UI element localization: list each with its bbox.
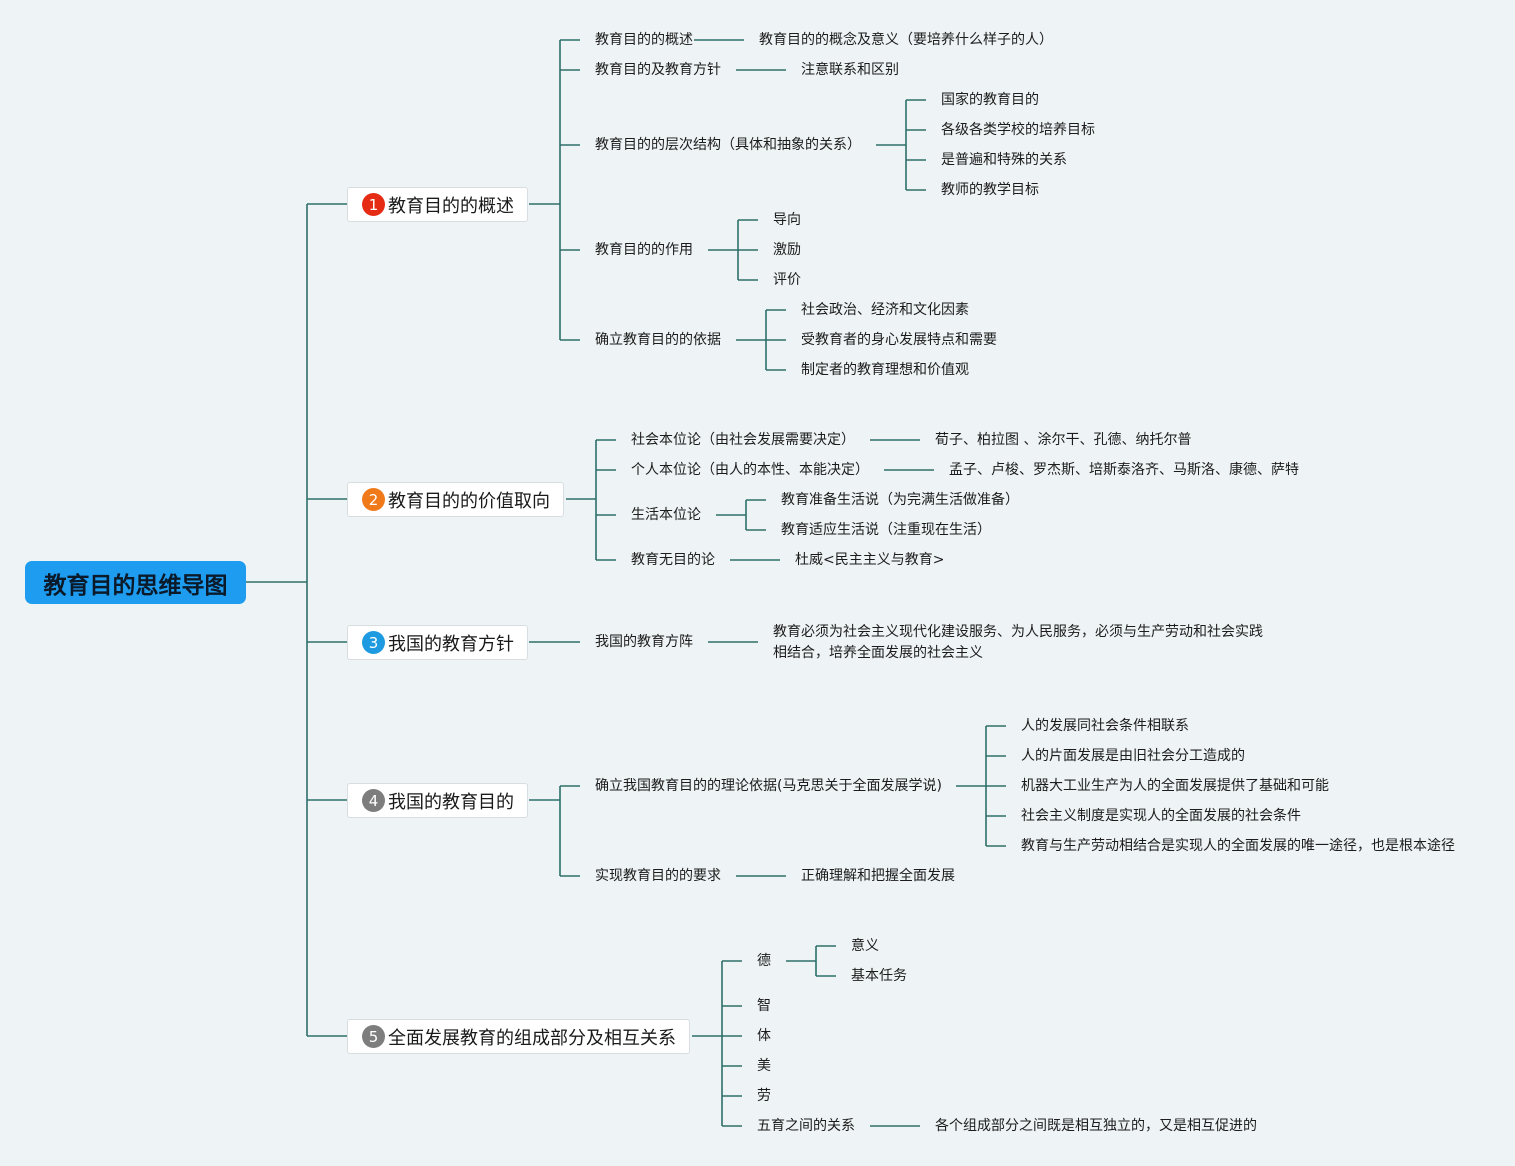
leaf-node[interactable]: 杜威<民主主义与教育>: [795, 552, 945, 568]
leaf-node[interactable]: 激励: [773, 242, 801, 258]
subtopic-node[interactable]: 德: [757, 953, 771, 969]
number-badge-3: 3: [362, 631, 385, 654]
leaf-node[interactable]: 教师的教学目标: [941, 182, 1039, 198]
leaf-node[interactable]: 荀子、柏拉图 、涂尔干、孔德、纳托尔普: [935, 432, 1192, 448]
topic-4-label: 我国的教育目的: [388, 791, 514, 813]
subtopic-node[interactable]: 实现教育目的的要求: [595, 868, 721, 884]
leaf-node[interactable]: 教育适应生活说（注重现在生活）: [781, 522, 991, 538]
topic-4[interactable]: 4 我国的教育目的: [347, 783, 528, 818]
topic-1[interactable]: 1 教育目的的概述: [347, 187, 528, 222]
leaf-node[interactable]: 社会主义制度是实现人的全面发展的社会条件: [1021, 808, 1301, 824]
leaf-node[interactable]: 机器大工业生产为人的全面发展提供了基础和可能: [1021, 778, 1329, 794]
leaf-node[interactable]: 评价: [773, 272, 801, 288]
leaf-node[interactable]: 教育准备生活说（为完满生活做准备）: [781, 492, 1019, 508]
leaf-node[interactable]: 教育目的的概念及意义（要培养什么样子的人）: [759, 32, 1053, 48]
subtopic-node[interactable]: 教育目的的概述: [595, 32, 693, 48]
leaf-node[interactable]: 国家的教育目的: [941, 92, 1039, 108]
leaf-node[interactable]: 各个组成部分之间既是相互独立的，又是相互促进的: [935, 1118, 1257, 1134]
subtopic-node[interactable]: 智: [757, 998, 771, 1014]
topic-5-label: 全面发展教育的组成部分及相互关系: [388, 1027, 676, 1049]
subtopic-node[interactable]: 劳: [757, 1088, 771, 1104]
leaf-node[interactable]: 受教育者的身心发展特点和需要: [801, 332, 997, 348]
topic-3[interactable]: 3 我国的教育方针: [347, 625, 528, 660]
topic-2[interactable]: 2 教育目的的价值取向: [347, 482, 564, 517]
leaf-node-line-2[interactable]: 相结合，培养全面发展的社会主义: [773, 645, 983, 661]
leaf-node[interactable]: 孟子、卢梭、罗杰斯、培斯泰洛齐、马斯洛、康德、萨特: [949, 462, 1299, 478]
topic-5[interactable]: 5 全面发展教育的组成部分及相互关系: [347, 1019, 690, 1054]
subtopic-node[interactable]: 美: [757, 1058, 771, 1074]
topic-3-label: 我国的教育方针: [388, 633, 514, 655]
number-badge-4: 4: [362, 789, 385, 812]
root-node[interactable]: 教育目的思维导图: [25, 561, 246, 604]
subtopic-node[interactable]: 教育目的的层次结构（具体和抽象的关系）: [595, 137, 861, 153]
subtopic-node[interactable]: 体: [757, 1028, 771, 1044]
leaf-node[interactable]: 导向: [773, 212, 801, 228]
number-badge-1: 1: [362, 193, 385, 216]
leaf-node[interactable]: 注意联系和区别: [801, 62, 899, 78]
leaf-node[interactable]: 社会政治、经济和文化因素: [801, 302, 969, 318]
subtopic-node[interactable]: 教育目的及教育方针: [595, 62, 721, 78]
subtopic-node[interactable]: 教育无目的论: [631, 552, 715, 568]
subtopic-node[interactable]: 教育目的的作用: [595, 242, 693, 258]
leaf-node[interactable]: 人的发展同社会条件相联系: [1021, 718, 1189, 734]
subtopic-node[interactable]: 个人本位论（由人的本性、本能决定）: [631, 462, 869, 478]
number-badge-2: 2: [362, 488, 385, 511]
number-badge-5: 5: [362, 1025, 385, 1048]
leaf-node[interactable]: 是普遍和特殊的关系: [941, 152, 1067, 168]
leaf-node[interactable]: 人的片面发展是由旧社会分工造成的: [1021, 748, 1245, 764]
subtopic-node[interactable]: 生活本位论: [631, 507, 701, 523]
topic-1-label: 教育目的的概述: [388, 195, 514, 217]
subtopic-node[interactable]: 确立教育目的的依据: [595, 332, 721, 348]
leaf-node-line-1[interactable]: 教育必须为社会主义现代化建设服务、为人民服务，必须与生产劳动和社会实践: [773, 624, 1263, 640]
leaf-node[interactable]: 教育与生产劳动相结合是实现人的全面发展的唯一途径，也是根本途径: [1021, 838, 1455, 854]
leaf-node[interactable]: 制定者的教育理想和价值观: [801, 362, 969, 378]
leaf-node[interactable]: 意义: [851, 938, 879, 954]
subtopic-node[interactable]: 确立我国教育目的的理论依据(马克思关于全面发展学说): [595, 778, 942, 794]
leaf-node[interactable]: 各级各类学校的培养目标: [941, 122, 1095, 138]
leaf-node[interactable]: 正确理解和把握全面发展: [801, 868, 955, 884]
topic-2-label: 教育目的的价值取向: [388, 490, 550, 512]
subtopic-node[interactable]: 我国的教育方阵: [595, 634, 693, 650]
subtopic-node[interactable]: 社会本位论（由社会发展需要决定）: [631, 432, 855, 448]
leaf-node[interactable]: 基本任务: [851, 968, 907, 984]
subtopic-node[interactable]: 五育之间的关系: [757, 1118, 855, 1134]
